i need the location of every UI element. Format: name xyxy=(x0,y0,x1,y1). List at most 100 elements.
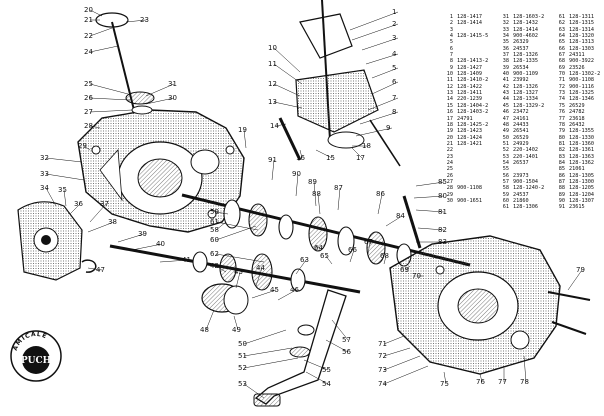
callout-number: 65 xyxy=(320,252,329,260)
part-number: 23526 xyxy=(569,64,585,71)
part-number: 900-1504 xyxy=(513,178,538,185)
parts-row: 55 xyxy=(494,166,544,172)
part-index: 58 xyxy=(502,185,509,192)
leader-line xyxy=(295,173,299,197)
part-index: 33 xyxy=(502,26,509,33)
part-index: 11 xyxy=(446,77,453,84)
part-index: 4 xyxy=(449,33,453,40)
leader-line xyxy=(349,249,355,263)
parts-row: 22 xyxy=(438,147,488,153)
leader-line xyxy=(383,365,429,385)
part-number: 24311 xyxy=(569,52,585,59)
gear-selector-assembly xyxy=(278,0,401,167)
callout-number: 57 xyxy=(342,336,351,344)
part-number: 23615 xyxy=(569,204,585,211)
leader-line xyxy=(273,101,303,109)
part-number: 128-1355 xyxy=(569,128,594,135)
part-index: 40 xyxy=(502,71,509,78)
callout-number: 29 xyxy=(78,142,87,150)
part-number: 900-1651 xyxy=(457,197,482,204)
part-index: 82 xyxy=(558,147,565,154)
callout-number: 49 xyxy=(232,326,241,334)
leader-line xyxy=(63,189,67,207)
callout-number: 55 xyxy=(322,366,331,374)
part-number: 24929 xyxy=(513,140,529,147)
part-index: 80 xyxy=(558,134,565,141)
part-index: 85 xyxy=(558,166,565,173)
part-number: 26537 xyxy=(513,159,529,166)
leader-line xyxy=(89,83,129,95)
leader-line xyxy=(145,97,175,105)
callout-number: 79 xyxy=(576,266,585,274)
leader-line xyxy=(273,63,303,85)
part-index: 14 xyxy=(446,96,453,103)
part-number: 900-1116 xyxy=(569,83,594,90)
callout-number: 28 xyxy=(84,122,93,130)
leader-line xyxy=(415,209,445,213)
callout-number: 14 xyxy=(270,122,279,130)
leader-line xyxy=(325,339,349,353)
part-number: 26541 xyxy=(513,128,529,135)
callout-number: 52 xyxy=(238,364,247,372)
leader-line xyxy=(371,67,399,79)
leader-line xyxy=(89,109,133,113)
part-index: 89 xyxy=(558,191,565,198)
leader-line xyxy=(89,27,113,37)
leader-line xyxy=(215,253,265,263)
part-number: 220-1401 xyxy=(513,153,538,160)
part-index: 53 xyxy=(502,153,509,160)
part-number: 128-1361 xyxy=(569,147,594,154)
part-index: 19 xyxy=(446,128,453,135)
part-number: 128-1327 xyxy=(513,90,538,97)
part-index: 87 xyxy=(558,178,565,185)
callout-number: 68 xyxy=(380,252,389,260)
callout-number: 58 xyxy=(210,226,219,234)
part-number: 128-1404-2 xyxy=(457,102,489,109)
callout-number: 13 xyxy=(268,98,277,106)
callout-number: 10 xyxy=(268,44,277,52)
callout-number: 43 xyxy=(234,268,243,276)
part-number: 128-1326 xyxy=(513,52,538,59)
callout-number: 67 xyxy=(364,238,373,246)
callout-number: 51 xyxy=(238,352,247,360)
part-index: 6 xyxy=(449,45,453,52)
part-number: 220-1402 xyxy=(513,147,538,154)
callout-number: 35 xyxy=(58,186,67,194)
part-index: 84 xyxy=(558,159,565,166)
part-index: 26 xyxy=(446,172,453,179)
part-index: 59 xyxy=(502,191,509,198)
leader-line xyxy=(443,371,447,385)
callout-number: 45 xyxy=(270,286,279,294)
part-index: 37 xyxy=(502,52,509,59)
callout-number: 19 xyxy=(238,126,247,134)
callout-number: 18 xyxy=(362,142,371,150)
part-number: 128-1204 xyxy=(569,191,594,198)
right-crankcase xyxy=(389,195,591,375)
part-number: 900-1108 xyxy=(457,185,482,192)
